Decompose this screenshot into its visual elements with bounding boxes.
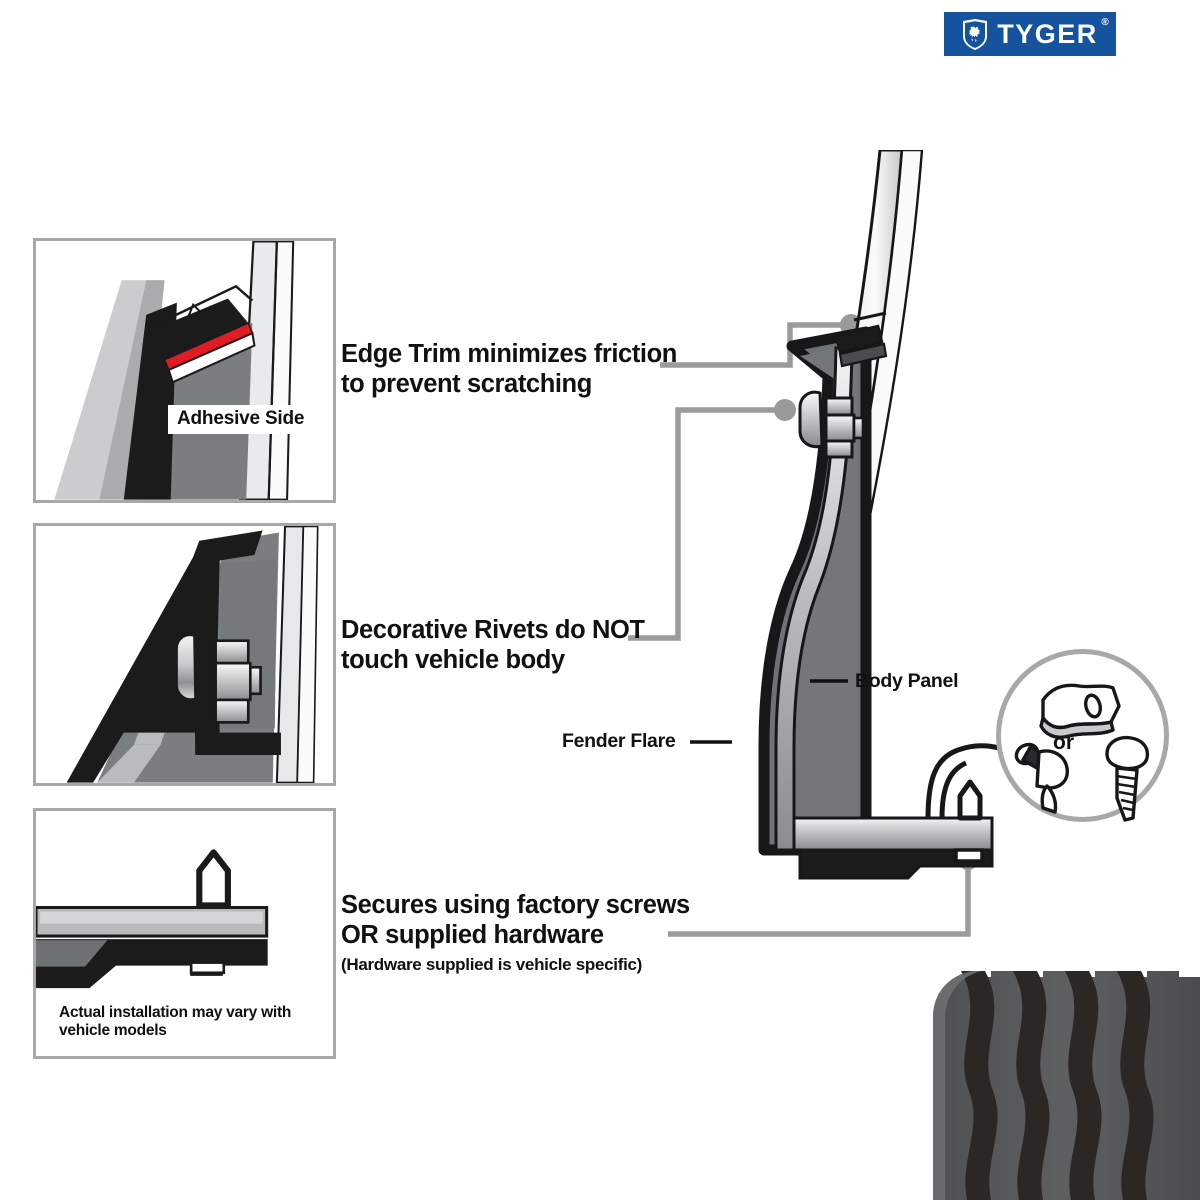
panel-edge-trim (33, 238, 336, 503)
adhesive-side-badge: Adhesive Side (168, 405, 314, 434)
screw-icon (1105, 735, 1150, 822)
label-fender-flare: Fender Flare (562, 730, 676, 752)
factory-screw-clip-cross-section (36, 849, 269, 989)
panel-hardware-note: Actual installation may vary with vehicl… (59, 1004, 292, 1040)
brand-logo: TYGER® (944, 12, 1116, 56)
registered-mark: ® (1101, 16, 1109, 28)
callout-hardware: Secures using factory screws OR supplied… (341, 890, 690, 976)
callout-rivets-line1: Decorative Rivets do NOT (341, 616, 645, 644)
retainer-clip-plate-icon (1039, 683, 1121, 739)
callout-edge-trim: Edge Trim minimizes friction to prevent … (341, 339, 677, 399)
callout-edge-trim-line1: Edge Trim minimizes friction (341, 340, 677, 368)
callout-hardware-line2: OR supplied hardware (341, 921, 604, 950)
fender-edge-trim-cross-section (54, 241, 295, 500)
tire-tread-graphic (915, 945, 1200, 1200)
callout-hardware-sub: (Hardware supplied is vehicle specific) (341, 955, 643, 975)
callout-rivets: Decorative Rivets do NOT touch vehicle b… (341, 615, 645, 675)
tyger-shield-icon (962, 18, 988, 50)
callout-rivets-line2: touch vehicle body (341, 646, 565, 675)
brand-name: TYGER (997, 18, 1098, 49)
panel-hardware (33, 808, 336, 1059)
edge-trim-shape (834, 324, 884, 354)
push-pin-rivet-icon (1014, 742, 1069, 814)
decorative-rivet-cross-section (66, 526, 319, 783)
decorative-rivet (798, 390, 865, 459)
label-body-panel: Body Panel (855, 670, 959, 692)
callout-edge-trim-line2: to prevent scratching (341, 370, 592, 399)
hardware-options-inset (995, 648, 1170, 823)
panel-rivet (33, 523, 336, 786)
main-cross-section-diagram (640, 150, 1060, 890)
brand-wordmark: TYGER® (997, 17, 1109, 49)
hardware-or-label: or (1053, 731, 1074, 754)
callout-hardware-line1: Secures using factory screws (341, 891, 690, 919)
